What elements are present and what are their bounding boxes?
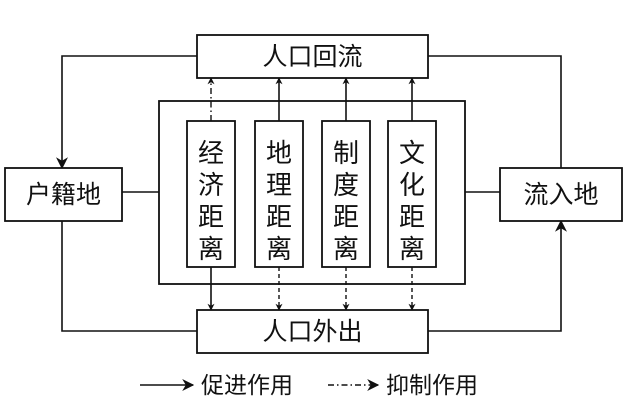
line-destination-to-return (428, 55, 562, 168)
factor-box-geographic (254, 120, 304, 268)
loop-lines (56, 55, 567, 332)
arrows-to-outflow (207, 267, 416, 311)
factor-box-cultural (387, 120, 437, 268)
factor-label-geographic: 地理距离 (266, 139, 292, 265)
factor-label-economic: 经济距离 (198, 139, 224, 265)
label-hometown: 户籍地 (26, 180, 101, 209)
legend-inhibit-label: 抑制作用 (386, 373, 478, 399)
factor-labels: 经济距离 地理距离 制度距离 文化距离 (198, 139, 425, 265)
factor-label-institutional: 制度距离 (333, 139, 359, 265)
factor-box-economic (186, 120, 236, 268)
line-hometown-to-outflow (61, 221, 197, 332)
label-outflow: 人口外出 (262, 317, 362, 346)
box-outflow (196, 309, 429, 354)
box-hometown (4, 167, 123, 222)
legend-promote-label: 促进作用 (201, 373, 293, 399)
label-destination: 流入地 (523, 180, 598, 209)
legend: 促进作用 抑制作用 (140, 373, 478, 399)
label-return-flow: 人口回流 (262, 42, 362, 71)
arrow-outflow-to-destination (428, 219, 567, 332)
box-return-flow (196, 34, 429, 79)
box-destination (499, 167, 623, 222)
arrow-return-to-hometown (56, 55, 197, 170)
arrows-to-return (207, 77, 416, 121)
factor-label-cultural: 文化距离 (399, 139, 425, 265)
